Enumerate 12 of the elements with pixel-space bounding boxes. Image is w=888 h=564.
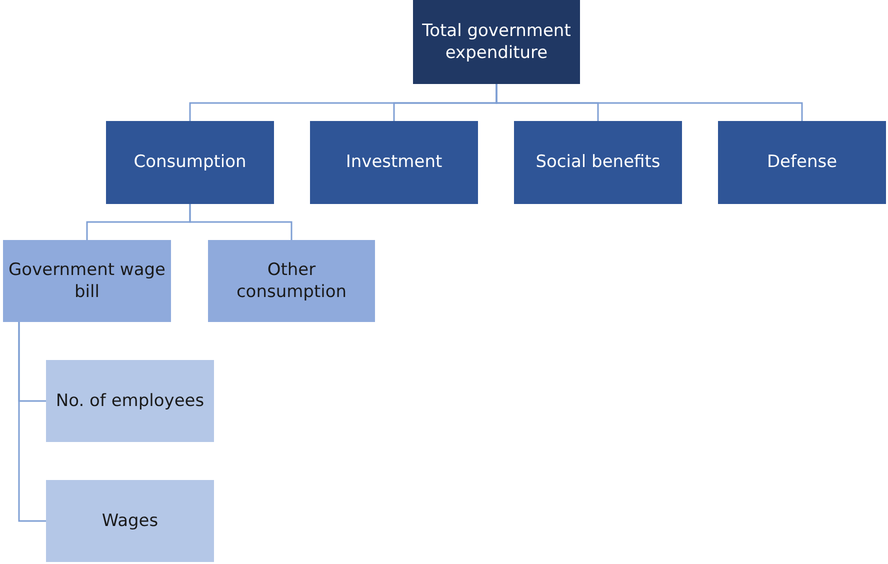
category-box: Total government expenditure bbox=[413, 0, 580, 84]
category-box: Government wage bill bbox=[3, 240, 171, 322]
connector-line bbox=[496, 84, 803, 121]
category-box: Investment bbox=[310, 121, 478, 204]
connector-line bbox=[189, 204, 292, 240]
category-box: No. of employees bbox=[46, 360, 214, 442]
category-box: Wages bbox=[46, 480, 214, 562]
category-box: Consumption bbox=[106, 121, 274, 204]
category-box: Social benefits bbox=[514, 121, 682, 204]
category-box: Defense bbox=[718, 121, 886, 204]
category-box: Other consumption bbox=[208, 240, 375, 322]
connector-line bbox=[18, 322, 46, 522]
